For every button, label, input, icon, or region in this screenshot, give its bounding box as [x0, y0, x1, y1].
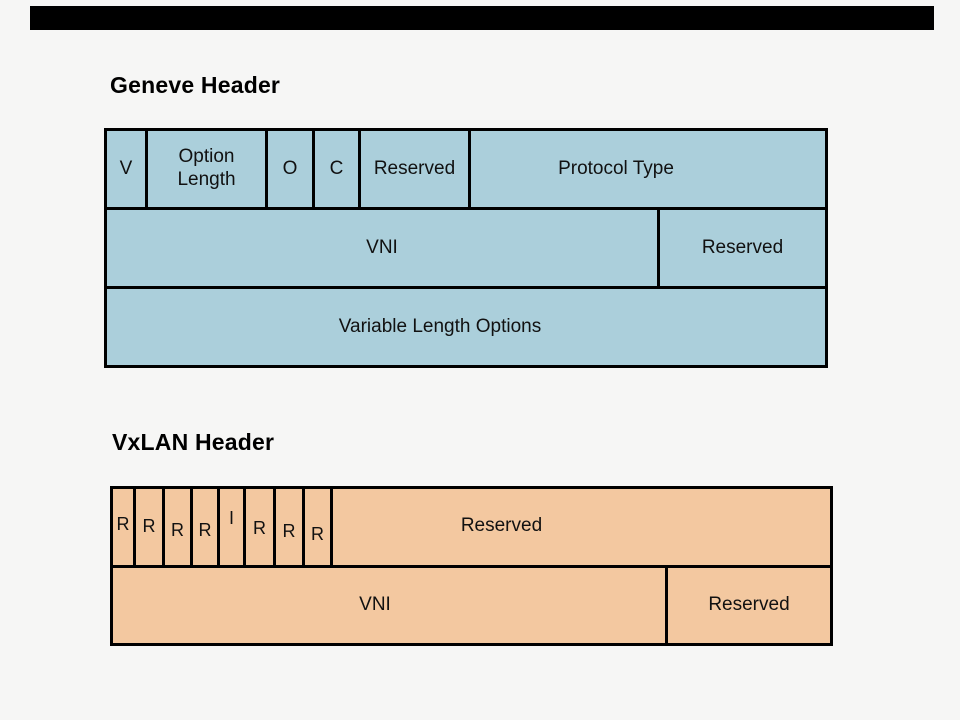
geneve-field-vni: VNI: [107, 210, 657, 286]
geneve-field-variable-length-options: Variable Length Options: [107, 289, 825, 365]
vxlan-flag-i-label: I: [228, 507, 234, 528]
geneve-field-protocol-type: Protocol Type: [471, 131, 825, 207]
vxlan-flag-r7-label: R: [311, 523, 324, 544]
vxlan-flag-r5-label: R: [253, 517, 266, 538]
vxlan-field-reserved-2-label: Reserved: [708, 593, 790, 615]
geneve-field-variable-length-options-label: Variable Length Options: [338, 315, 542, 337]
vxlan-field-reserved-1-label: Reserved: [460, 515, 543, 537]
geneve-field-c-label: C: [329, 157, 344, 179]
vxlan-field-vni: VNI: [113, 567, 665, 643]
vxlan-flag-r5: R: [246, 489, 273, 565]
vxlan-row-2: VNI Reserved: [113, 567, 830, 643]
geneve-field-reserved-1: Reserved: [361, 131, 468, 207]
vxlan-flag-r3: R: [165, 489, 190, 565]
geneve-field-v-label: V: [119, 157, 133, 179]
geneve-header-diagram: V Option Length O C Reserved Protocol Ty…: [104, 128, 828, 368]
geneve-field-option-length-label: Option Length: [177, 146, 236, 190]
vxlan-flag-i: I: [220, 489, 243, 565]
vxlan-header-title: VxLAN Header: [112, 429, 275, 455]
geneve-field-reserved-1-label: Reserved: [373, 157, 456, 179]
vxlan-field-reserved-2: Reserved: [668, 567, 830, 643]
vxlan-flag-r6: R: [276, 489, 302, 565]
vxlan-flag-r1-label: R: [116, 513, 130, 534]
geneve-header-title: Geneve Header: [110, 72, 281, 98]
vxlan-flag-r4-label: R: [198, 519, 212, 540]
geneve-row-2: VNI Reserved: [107, 210, 825, 286]
vxlan-field-vni-label: VNI: [359, 593, 391, 615]
vxlan-flag-r3-label: R: [171, 519, 184, 540]
top-black-bar: [30, 6, 934, 30]
vxlan-flag-r7: R: [305, 489, 330, 565]
geneve-field-c: C: [315, 131, 358, 207]
geneve-field-v: V: [107, 131, 145, 207]
vxlan-flag-r4: R: [193, 489, 217, 565]
geneve-field-o-label: O: [282, 157, 298, 179]
vxlan-flag-r6-label: R: [282, 520, 296, 541]
vxlan-flag-r2-label: R: [142, 515, 156, 536]
geneve-field-protocol-type-label: Protocol Type: [558, 157, 674, 179]
geneve-field-vni-label: VNI: [366, 236, 398, 258]
vxlan-field-reserved-1: Reserved: [333, 489, 830, 565]
geneve-field-reserved-2-label: Reserved: [701, 236, 784, 258]
geneve-row-3: Variable Length Options: [107, 289, 825, 365]
geneve-field-o: O: [268, 131, 312, 207]
vxlan-flag-r2: R: [136, 489, 162, 565]
vxlan-header-diagram: R R R R I R R R Reserved VNI Reser: [110, 486, 833, 646]
vxlan-flag-r1: R: [113, 489, 133, 565]
geneve-row-1: V Option Length O C Reserved Protocol Ty…: [107, 131, 825, 207]
geneve-field-reserved-2: Reserved: [660, 210, 825, 286]
geneve-field-option-length: Option Length: [148, 131, 265, 207]
vxlan-row-1: R R R R I R R R Reserved: [113, 489, 830, 565]
